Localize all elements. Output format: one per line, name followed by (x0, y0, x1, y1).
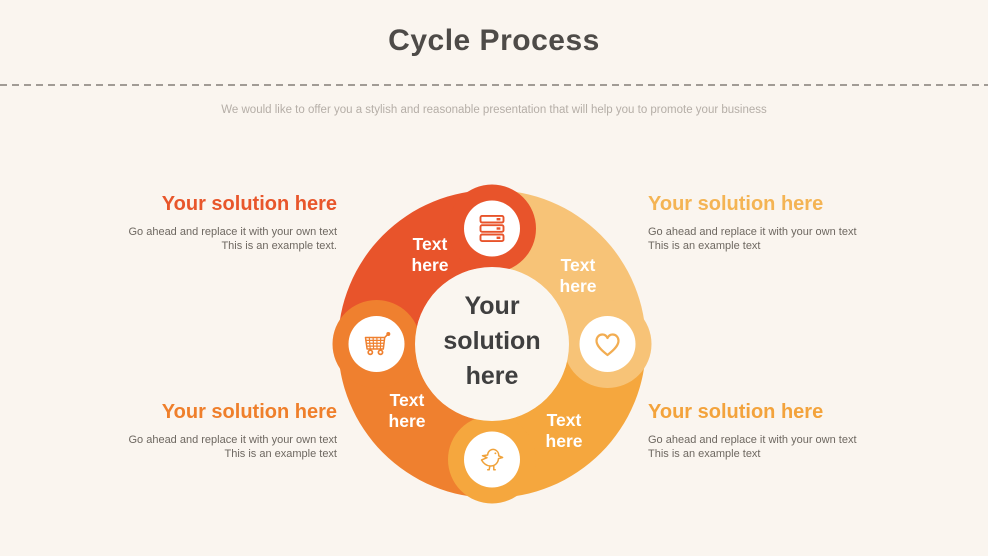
cycle-diagram: Text here Text here Text here Text here … (327, 179, 657, 509)
icon-disc-bottom (464, 431, 520, 488)
callout-top-right: Your solution here Go ahead and replace … (648, 193, 900, 253)
cycle-diagram-graphic (332, 184, 652, 504)
callout-body-line2: This is an example text (648, 239, 761, 252)
icon-disc-right (579, 316, 636, 372)
heart-icon (595, 333, 620, 357)
callout-bottom-right: Your solution here Go ahead and replace … (648, 401, 900, 461)
callout-body-line1: Go ahead and replace it with your own te… (128, 226, 337, 238)
callout-body-line1: Go ahead and replace it with your own te… (128, 434, 337, 446)
segment-label-bottom-right: Text here (545, 410, 583, 451)
cart-icon (364, 332, 391, 356)
center-circle (415, 267, 569, 421)
callout-heading: Your solution here (648, 401, 824, 423)
callout-body-line2: This is an example text (224, 447, 338, 460)
bird-icon (480, 448, 504, 471)
dashed-divider (0, 84, 988, 86)
segment-label-bottom-left: Text here (388, 390, 426, 431)
callout-body: Go ahead and replace it with your own te… (648, 434, 900, 461)
callout-body: Go ahead and replace it with your own te… (648, 226, 900, 253)
diagram-center-label: Your solution here (443, 292, 541, 390)
icon-disc-top (464, 200, 520, 257)
callout-body-line2: This is an example text (648, 447, 761, 460)
callout-top-left: Your solution here Go ahead and replace … (85, 193, 337, 253)
segment-label-top-left: Text here (411, 234, 449, 275)
callout-body-line1: Go ahead and replace it with your own te… (648, 434, 857, 446)
segment-label-top-right: Text here (559, 255, 597, 296)
callout-body: Go ahead and replace it with your own te… (85, 226, 337, 253)
callout-heading: Your solution here (648, 193, 824, 215)
page-title: Cycle Process (388, 24, 600, 57)
slide-subtitle: We would like to offer you a stylish and… (221, 104, 767, 116)
callout-body-line1: Go ahead and replace it with your own te… (648, 226, 857, 238)
callout-body-line2: This is an example text. (221, 239, 337, 252)
callout-heading: Your solution here (161, 401, 337, 423)
callout-bottom-left: Your solution here Go ahead and replace … (85, 401, 337, 461)
server-icon (479, 214, 505, 243)
callout-body: Go ahead and replace it with your own te… (85, 434, 337, 461)
callout-heading: Your solution here (161, 193, 337, 215)
